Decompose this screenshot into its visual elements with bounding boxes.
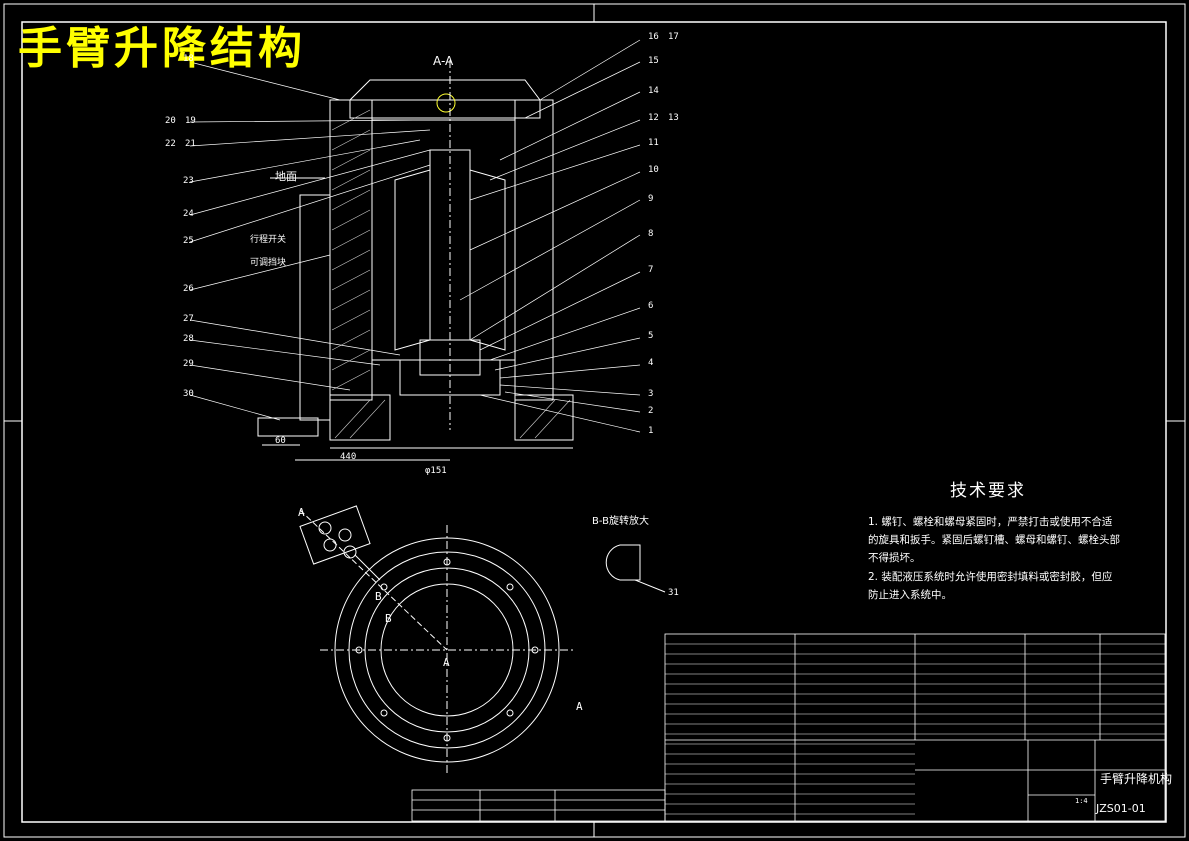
part-number: 29 bbox=[183, 359, 194, 369]
part-number: 18 bbox=[183, 54, 194, 64]
tech-line: 2. 装配液压系统时允许使用密封填料或密封胶，但应 bbox=[868, 571, 1113, 583]
plan-label: B bbox=[385, 612, 392, 625]
part-number: 19 bbox=[185, 116, 196, 126]
parts-list-rows bbox=[665, 643, 1165, 815]
part-number: 22 bbox=[165, 139, 176, 149]
plan-view bbox=[299, 505, 575, 775]
part-number: 20 bbox=[165, 116, 176, 126]
part-number: 2 bbox=[648, 406, 654, 416]
part-number: 23 bbox=[183, 176, 194, 186]
plan-label: A bbox=[576, 700, 583, 713]
centering-marks bbox=[4, 4, 1185, 837]
tech-line: 1. 螺钉、螺栓和螺母紧固时，严禁打击或使用不合适 bbox=[868, 516, 1113, 528]
detail-view bbox=[605, 544, 666, 593]
part-number: 28 bbox=[183, 334, 194, 344]
section-label: A-A bbox=[433, 54, 454, 68]
outer-border bbox=[3, 3, 1186, 838]
limit-switch-label: 行程开关 bbox=[250, 235, 287, 245]
part-number: 6 bbox=[648, 301, 654, 311]
part-number: 5 bbox=[648, 331, 654, 341]
part-number: 21 bbox=[185, 139, 196, 149]
part-number: 3 bbox=[648, 389, 654, 399]
part-number: 31 bbox=[668, 588, 679, 598]
part-number: 12 bbox=[648, 113, 659, 123]
part-number: 27 bbox=[183, 314, 194, 324]
plan-label: A bbox=[443, 656, 450, 669]
plan-label: B bbox=[375, 590, 382, 603]
part-number: 8 bbox=[648, 229, 654, 239]
title-block-code: JZS01-01 bbox=[1096, 802, 1146, 815]
part-number: 30 bbox=[183, 389, 194, 399]
part-number: 1 bbox=[648, 426, 654, 436]
tech-requirements-heading: 技术要求 bbox=[950, 481, 1026, 501]
dim-offset: 60 bbox=[275, 436, 286, 446]
part-number: 26 bbox=[183, 284, 194, 294]
tech-line: 的旋具和扳手。紧固后螺钉槽、螺母和螺钉、螺栓头部 bbox=[868, 534, 1120, 546]
part-number: 15 bbox=[648, 56, 659, 66]
tech-line: 不得损坏。 bbox=[868, 552, 921, 564]
part-number: 4 bbox=[648, 358, 654, 368]
section-view bbox=[257, 60, 574, 461]
part-number: 17 bbox=[668, 32, 679, 42]
dim-diameter: φ151 bbox=[425, 466, 447, 476]
part-number: 24 bbox=[183, 209, 194, 219]
ground-label: 地面 bbox=[275, 170, 297, 183]
part-number: 11 bbox=[648, 138, 659, 148]
adjustable-stop-label: 可调挡块 bbox=[250, 258, 287, 268]
drawing-title: 手臂升降结构 bbox=[18, 23, 306, 74]
part-number: 14 bbox=[648, 86, 659, 96]
plan-label: A bbox=[298, 506, 305, 519]
leader-lines-left bbox=[189, 61, 431, 421]
parts-list bbox=[411, 633, 1166, 822]
leader-lines-right bbox=[459, 39, 641, 433]
part-number: 9 bbox=[648, 194, 654, 204]
dim-width: 440 bbox=[340, 452, 357, 462]
title-block-name: 手臂升降机构 bbox=[1100, 772, 1173, 786]
part-number: 7 bbox=[648, 265, 654, 275]
detail-label: B-B旋转放大 bbox=[592, 516, 649, 527]
part-number: 25 bbox=[183, 236, 194, 246]
title-block-scale: 1:4 bbox=[1075, 797, 1088, 805]
part-number: 10 bbox=[648, 165, 659, 175]
tech-line: 防止进入系统中。 bbox=[868, 589, 952, 601]
part-number: 16 bbox=[648, 32, 659, 42]
part-number: 13 bbox=[668, 113, 679, 123]
